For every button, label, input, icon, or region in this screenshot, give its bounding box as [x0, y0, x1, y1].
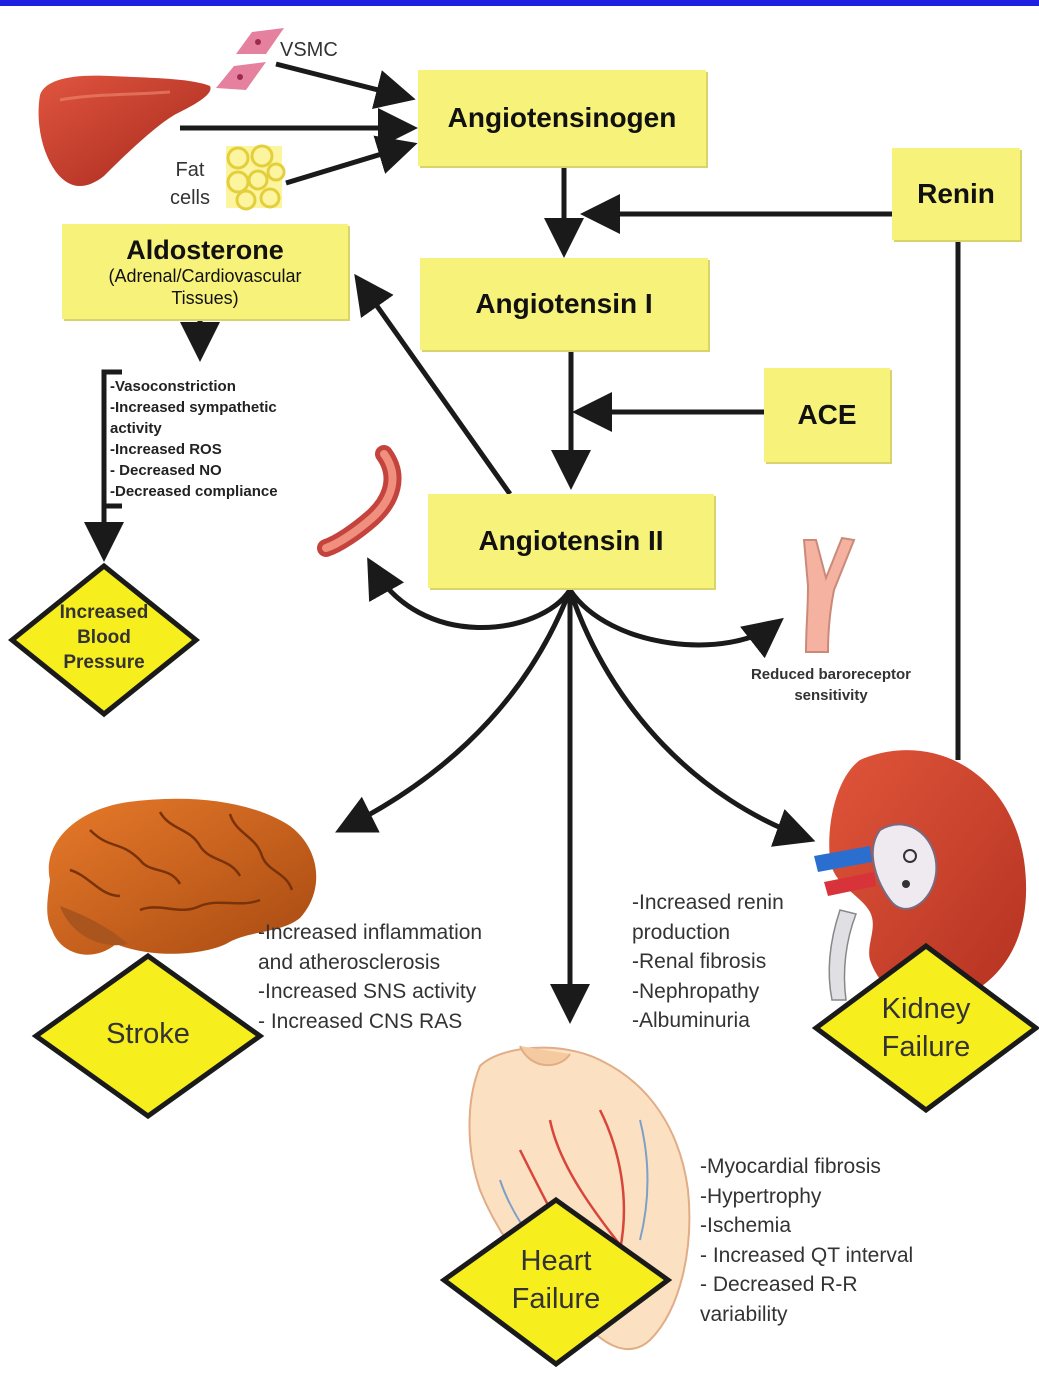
stroke-effects-list: -Increased inflammation and atherosclero…	[258, 918, 482, 1036]
aldosterone-box: Aldosterone (Adrenal/Cardiovascular Tiss…	[62, 224, 348, 319]
list-item: - Increased QT interval	[700, 1241, 913, 1271]
list-item: - Decreased NO	[110, 460, 278, 481]
angiotensin-2-box: Angiotensin II	[428, 494, 714, 588]
angiotensin-1-box: Angiotensin I	[420, 258, 708, 350]
list-item: - Increased CNS RAS	[258, 1007, 482, 1037]
list-item: -Renal fibrosis	[632, 947, 784, 977]
list-item: -Myocardial fibrosis	[700, 1152, 913, 1182]
list-item: variability	[700, 1300, 913, 1330]
list-item: -Vasoconstriction	[110, 376, 278, 397]
blood-pressure-line-3: Pressure	[44, 650, 164, 675]
aldosterone-sub-line-1: (Adrenal/Cardiovascular	[108, 266, 301, 288]
list-item: -Increased renin	[632, 888, 784, 918]
list-item: - Decreased R-R	[700, 1270, 913, 1300]
baroreceptor-line-1: Reduced baroreceptor	[726, 664, 936, 685]
stroke-label: Stroke	[88, 1018, 208, 1051]
list-item: -Increased sympathetic	[110, 397, 278, 418]
list-item: production	[632, 918, 784, 948]
baroreceptor-line-2: sensitivity	[726, 685, 936, 706]
aldosterone-effects-list: -Vasoconstriction -Increased sympathetic…	[110, 376, 278, 502]
list-item: activity	[110, 418, 278, 439]
fat-cells-label-line-2: cells	[160, 184, 220, 212]
heart-failure-line-1: Heart	[496, 1242, 616, 1280]
list-item: -Ischemia	[700, 1211, 913, 1241]
aldosterone-title: Aldosterone	[126, 234, 284, 266]
kidney-failure-line-1: Kidney	[866, 990, 986, 1028]
blood-pressure-line-1: Increased	[44, 600, 164, 625]
heart-effects-list: -Myocardial fibrosis -Hypertrophy -Ische…	[700, 1152, 913, 1329]
kidney-failure-line-2: Failure	[866, 1028, 986, 1066]
aldosterone-sub-line-2: Tissues)	[171, 288, 238, 310]
angiotensinogen-box: Angiotensinogen	[418, 70, 706, 166]
artery-icon	[326, 454, 393, 548]
vsmc-label: VSMC	[280, 36, 338, 64]
blood-pressure-label: Increased Blood Pressure	[44, 600, 164, 675]
list-item: -Increased SNS activity	[258, 977, 482, 1007]
fat-cells-icon	[226, 146, 284, 209]
carotid-icon	[804, 538, 854, 652]
vsmc-cells-icon	[216, 28, 284, 90]
kidney-failure-label: Kidney Failure	[866, 990, 986, 1066]
fat-cells-label-line-1: Fat	[160, 156, 220, 184]
blood-pressure-line-2: Blood	[44, 625, 164, 650]
list-item: -Hypertrophy	[700, 1182, 913, 1212]
list-item: -Decreased compliance	[110, 481, 278, 502]
list-item: -Increased inflammation	[258, 918, 482, 948]
list-item: -Albuminuria	[632, 1006, 784, 1036]
heart-failure-label: Heart Failure	[496, 1242, 616, 1318]
fat-cells-label: Fat cells	[160, 156, 220, 212]
baroreceptor-label: Reduced baroreceptor sensitivity	[726, 664, 936, 706]
list-item: and atherosclerosis	[258, 948, 482, 978]
renin-box: Renin	[892, 148, 1020, 240]
ace-box: ACE	[764, 368, 890, 462]
list-item: -Increased ROS	[110, 439, 278, 460]
list-item: -Nephropathy	[632, 977, 784, 1007]
kidney-effects-list: -Increased renin production -Renal fibro…	[632, 888, 784, 1036]
heart-failure-line-2: Failure	[496, 1280, 616, 1318]
